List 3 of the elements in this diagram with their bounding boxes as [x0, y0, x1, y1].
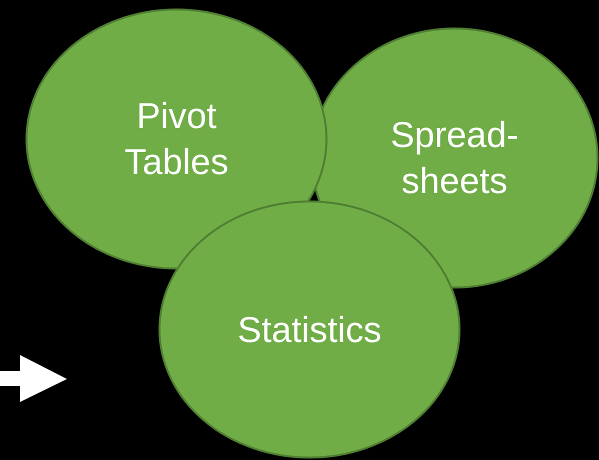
ellipse-label: Statistics [236, 308, 383, 352]
ellipse-label: Pivot Tables [123, 94, 230, 184]
ellipse-label: Spread- sheets [389, 113, 520, 203]
